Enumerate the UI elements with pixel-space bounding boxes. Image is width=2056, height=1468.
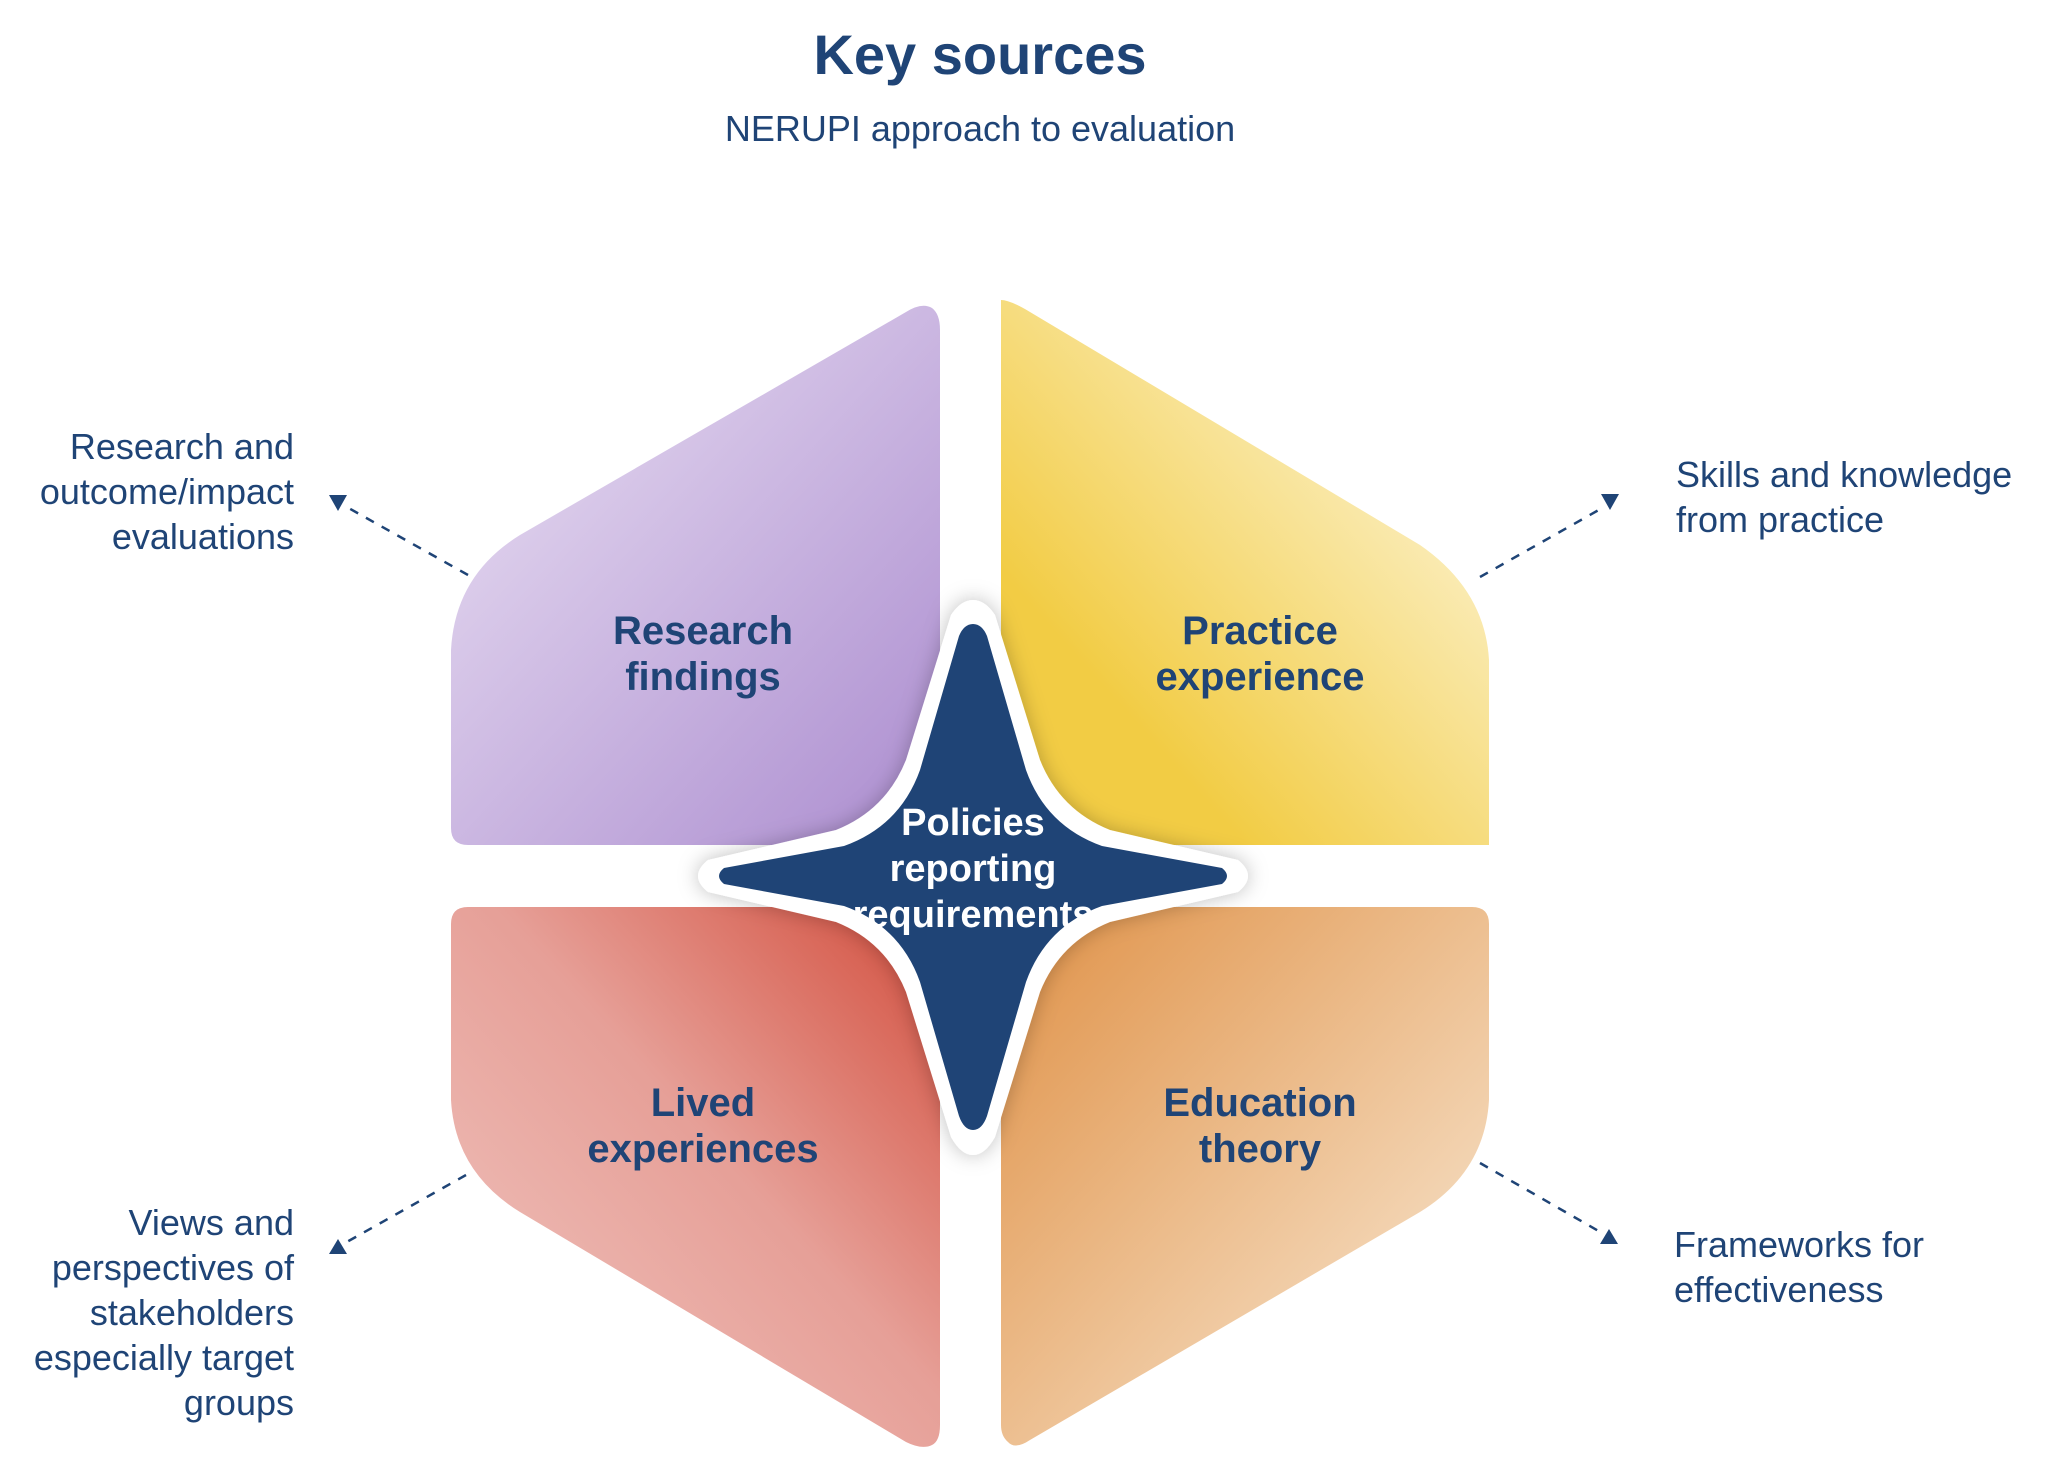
description-line: stakeholders xyxy=(89,1292,294,1333)
label-line: Practice xyxy=(1182,609,1338,653)
description-line: from practice xyxy=(1676,499,1885,540)
description-line: outcome/impact xyxy=(39,471,294,512)
quadrant-education-theory xyxy=(1001,907,1489,1446)
label-line: Policies xyxy=(901,802,1045,844)
label-line: requirements xyxy=(852,894,1094,936)
description-line: Views and xyxy=(128,1202,294,1243)
connector-lived xyxy=(344,1173,467,1245)
center-star xyxy=(719,624,1227,1130)
description-line: Skills and knowledge xyxy=(1676,454,2013,495)
connector-research xyxy=(344,504,469,577)
label-education-theory: Education theory xyxy=(1080,1080,1440,1172)
label-line: Lived xyxy=(650,1081,756,1125)
page-subtitle: NERUPI approach to evaluation xyxy=(724,108,1236,149)
description-line: especially target xyxy=(33,1337,294,1378)
description-line: evaluations xyxy=(111,516,294,557)
description-line: Frameworks for xyxy=(1674,1224,1925,1265)
connector-practice xyxy=(1479,505,1605,579)
label-research-findings: Research findings xyxy=(523,608,883,700)
label-line: experiences xyxy=(587,1127,819,1171)
label-line: reporting xyxy=(889,848,1057,890)
quadrant-practice-experience xyxy=(1001,300,1489,845)
description-line: groups xyxy=(183,1382,294,1423)
label-line: experience xyxy=(1155,655,1365,699)
center-label: Policies reporting requirements xyxy=(793,800,1153,938)
label-lived-experiences: Lived experiences xyxy=(523,1080,883,1172)
description-line: perspectives of xyxy=(51,1247,294,1288)
description-line: effectiveness xyxy=(1674,1269,1884,1310)
connector-education xyxy=(1479,1161,1603,1235)
description-research: Research and outcome/impact evaluations xyxy=(40,424,294,559)
arrowhead-lived-icon xyxy=(329,1239,347,1254)
description-education: Frameworks for effectiveness xyxy=(1674,1222,1924,1312)
quadrant-lived-experiences xyxy=(451,907,940,1447)
description-practice: Skills and knowledge from practice xyxy=(1676,452,2012,542)
quadrant-research-findings xyxy=(451,305,940,845)
label-practice-experience: Practice experience xyxy=(1080,608,1440,700)
description-lived: Views and perspectives of stakeholders e… xyxy=(34,1200,294,1425)
label-line: findings xyxy=(625,655,781,699)
label-line: Research xyxy=(612,609,794,653)
description-line: Research and xyxy=(69,426,294,467)
page-title: Key sources xyxy=(813,23,1147,86)
arrowhead-practice-icon xyxy=(1601,494,1619,510)
arrowhead-research-icon xyxy=(329,495,347,511)
label-line: theory xyxy=(1198,1127,1322,1171)
label-line: Education xyxy=(1163,1081,1357,1125)
arrowhead-education-icon xyxy=(1600,1229,1618,1244)
